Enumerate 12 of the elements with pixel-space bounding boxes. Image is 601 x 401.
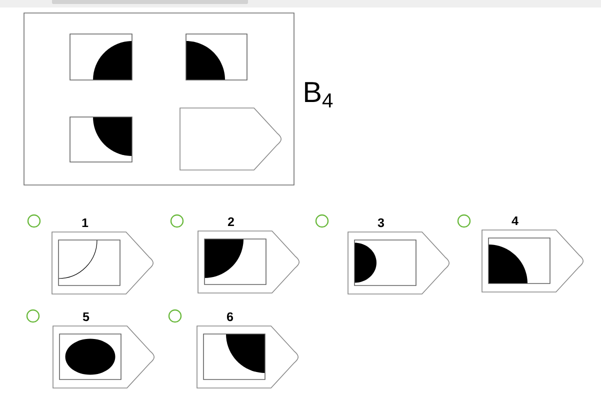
option-number: 4 <box>512 216 518 225</box>
pattern-tile <box>186 34 248 80</box>
option-number: 6 <box>227 312 233 322</box>
option-number: 5 <box>82 312 90 322</box>
pattern-tile <box>70 34 132 80</box>
pattern-tile <box>70 116 132 162</box>
option-number: 1 <box>82 218 88 227</box>
puzzle-number: B$_{4}$ <box>305 82 333 108</box>
empty-card <box>180 108 282 170</box>
puzzle-frame <box>24 12 294 186</box>
option-number: 2 <box>228 217 234 226</box>
option-number: 3 <box>378 218 384 228</box>
